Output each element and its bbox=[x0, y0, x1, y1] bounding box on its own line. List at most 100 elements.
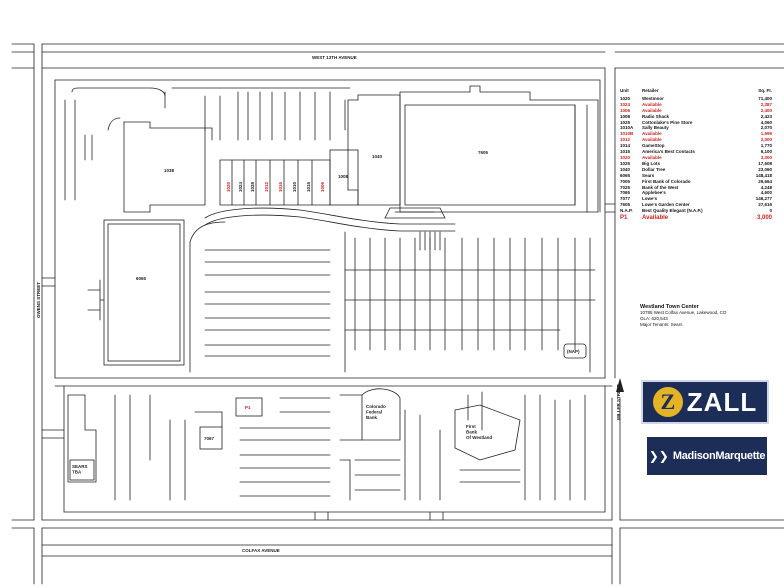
tenant-sqft: 2,387 bbox=[760, 101, 772, 107]
tenant-retailer: Best Quality Elegant (N.A.P.) bbox=[642, 208, 703, 214]
tenant-sqft: 2,423 bbox=[760, 113, 772, 119]
tenant-row: 7005 First Bank of Colorado 29,664 bbox=[620, 179, 772, 185]
center-address: 10785 West Colfax Avenue, Lakewood, CO bbox=[640, 310, 727, 315]
tenant-sqft: 2,000 bbox=[760, 137, 772, 143]
chevron-mark-icon: ❯❯ bbox=[648, 449, 669, 463]
street-label-north: WEST 13TH AVENUE bbox=[312, 55, 357, 60]
tenant-unit: 1010B bbox=[620, 131, 634, 137]
tenant-unit: 7005 bbox=[620, 178, 631, 184]
tenant-retailer: Dollar Tree bbox=[642, 166, 666, 172]
tenant-sqft: 4,600 bbox=[760, 190, 772, 196]
tenant-row: 1008 Radio Shack 2,423 bbox=[620, 114, 772, 120]
tenant-sqft: 1,699 bbox=[760, 131, 772, 137]
unit-label-1010: 1010 bbox=[292, 181, 297, 192]
header-retailer: Retailer bbox=[642, 88, 659, 93]
tenant-retailer: Applebee's bbox=[642, 190, 666, 196]
tenant-retailer: Big Lots bbox=[642, 160, 660, 166]
tenant-retailer: Available bbox=[642, 107, 662, 113]
building-label-7605: 7605 bbox=[478, 150, 489, 155]
tenant-unit: 1010A bbox=[620, 125, 634, 131]
tenant-sqft: 0 bbox=[769, 208, 772, 214]
center-name: Westland Town Center bbox=[640, 304, 699, 310]
tenant-row: 1010A Sally Beauty 2,070 bbox=[620, 125, 772, 131]
building-label-7067: 7067 bbox=[204, 436, 215, 441]
unit-label-1015: 1015 bbox=[306, 181, 311, 192]
tenant-unit: 1006 bbox=[620, 107, 631, 113]
tenant-unit: 1008 bbox=[620, 113, 631, 119]
tenant-row: 7077 Lowe's 146,277 bbox=[620, 196, 772, 202]
unit-label-1024: 1024 bbox=[238, 181, 243, 192]
street-label-west: OWENS STREET bbox=[36, 282, 41, 318]
street-label-south: COLFAX AVENUE bbox=[242, 548, 280, 553]
tenant-unit: 7605 bbox=[620, 202, 631, 208]
parking-lot-main bbox=[189, 221, 596, 373]
tenant-retailer: Lowe's Garden Center bbox=[642, 202, 690, 208]
header-unit: Unit bbox=[620, 88, 629, 93]
tenant-unit: 1020 bbox=[620, 154, 631, 160]
north-arrow bbox=[616, 378, 624, 392]
tenant-unit: N.A.P. bbox=[620, 208, 633, 214]
tenant-sqft: 1,770 bbox=[760, 143, 772, 149]
unit-label-1020: 1020 bbox=[226, 181, 231, 192]
tenant-unit: 1025 bbox=[620, 119, 631, 125]
tenant-sqft: 2,400 bbox=[760, 107, 772, 113]
zall-logo: Z ZALL bbox=[641, 380, 769, 424]
center-gla: GLA: 620,543 bbox=[640, 316, 668, 321]
tenant-sqft: 3,000 bbox=[756, 215, 772, 222]
unit-label-1016: 1016 bbox=[278, 181, 283, 192]
center-anchors: Major Tenants: Sears bbox=[640, 322, 683, 327]
unit-label-1012: 1012 bbox=[264, 181, 269, 192]
tenant-unit: 1015 bbox=[620, 149, 631, 155]
building-label-nap: (NAP) bbox=[567, 349, 580, 354]
tenant-retailer: Bank of the West bbox=[642, 184, 679, 190]
tenant-sqft: 29,664 bbox=[758, 178, 772, 184]
roads bbox=[11, 43, 784, 585]
tenant-sqft: 146,277 bbox=[755, 196, 772, 202]
tenant-retailer: Radio Shack bbox=[642, 113, 670, 119]
tenant-sqft: 4,060 bbox=[760, 119, 772, 125]
building-label-p1: P1 bbox=[245, 405, 251, 410]
zall-wordmark: ZALL bbox=[686, 386, 758, 417]
tenant-retailer: Sally Beauty bbox=[642, 125, 669, 131]
tenant-retailer: First Bank of Colorado bbox=[642, 178, 691, 184]
center-info: Westland Town Center 10785 West Colfax A… bbox=[640, 304, 780, 328]
tenant-sqft: 2,070 bbox=[760, 125, 772, 131]
tenant-unit: 7077 bbox=[620, 196, 631, 202]
tenant-retailer: Available bbox=[642, 215, 669, 222]
tenant-retailer: Lowe's bbox=[642, 196, 658, 202]
tenant-sqft: 3,300 bbox=[760, 154, 772, 160]
north-service-lane bbox=[64, 87, 166, 201]
madison-marquette-logo: ❯❯ MadisonMarquette bbox=[647, 437, 767, 475]
tenant-unit: 1025 bbox=[620, 160, 631, 166]
tenant-unit: 1020 bbox=[620, 95, 631, 101]
outparcel-parking bbox=[114, 394, 586, 501]
tenant-sqft: 148,418 bbox=[755, 172, 772, 178]
tenant-retailer: Available bbox=[642, 154, 662, 160]
tenant-retailer: Cottonlake's Pine Store bbox=[642, 119, 693, 125]
building-outlines bbox=[67, 85, 599, 483]
zall-emblem-icon: Z bbox=[652, 387, 683, 417]
unit-label-1006: 1006 bbox=[320, 181, 325, 192]
tenant-sqft: 27,616 bbox=[758, 202, 772, 208]
tenant-retailer: Available bbox=[642, 137, 662, 143]
parking-row-north bbox=[164, 87, 351, 141]
building-label-1008: 1008 bbox=[338, 174, 349, 179]
tenant-unit: 7025 bbox=[620, 184, 631, 190]
tenant-retailer: Available bbox=[642, 101, 662, 107]
tenant-unit: 6065 bbox=[620, 172, 631, 178]
